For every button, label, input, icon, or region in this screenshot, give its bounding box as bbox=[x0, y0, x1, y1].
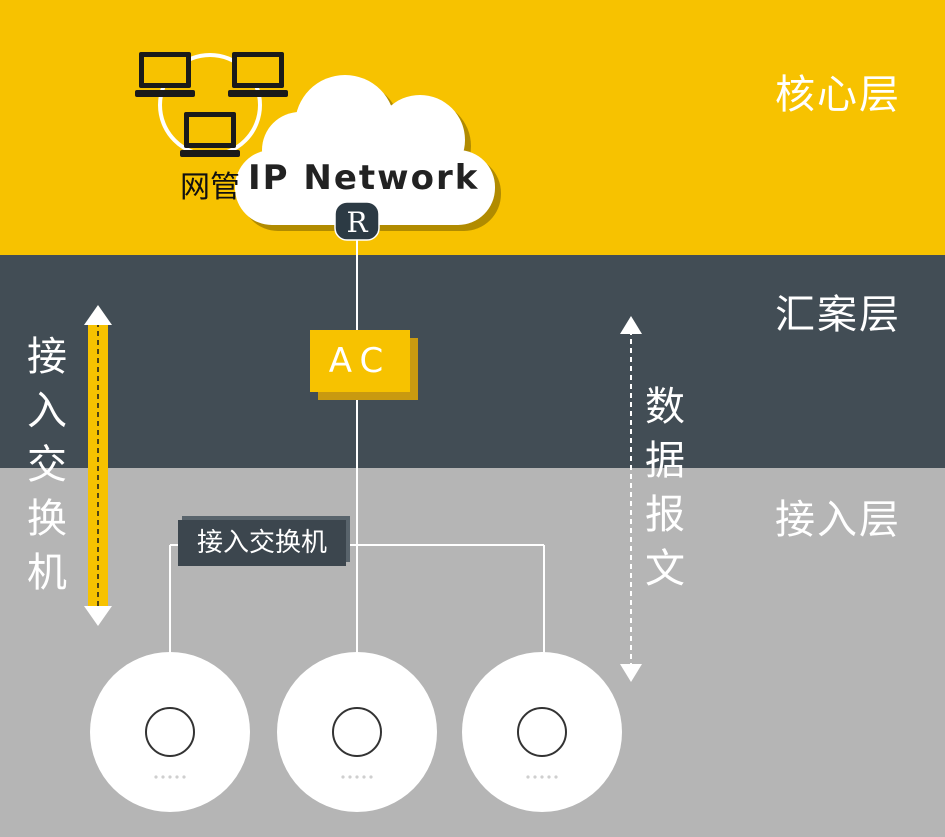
cloud-icon bbox=[235, 75, 501, 231]
ip-network-label: IP Network bbox=[248, 158, 480, 198]
aggregation-layer-label: 汇案层 bbox=[775, 292, 901, 338]
access-point-icon bbox=[277, 652, 437, 812]
access-point-icon bbox=[462, 652, 622, 812]
double-arrow-icon bbox=[620, 316, 642, 682]
router-label: R bbox=[346, 206, 368, 239]
aggregation-layer-band bbox=[0, 255, 945, 468]
laptop-icon bbox=[135, 52, 195, 97]
double-arrow-icon bbox=[84, 305, 112, 626]
network-management-label: 网管 bbox=[180, 170, 240, 205]
connection-lines bbox=[169, 238, 545, 655]
ac-controller: AC bbox=[310, 330, 410, 392]
access-point-icon bbox=[90, 652, 250, 812]
access-switch: 接入交换机 bbox=[178, 520, 346, 566]
access-switch-vertical-label: 接 入 交 换 机 bbox=[27, 334, 67, 596]
router-icon: R bbox=[334, 201, 380, 241]
laptop-icon bbox=[180, 112, 240, 157]
core-layer-label: 核心层 bbox=[775, 72, 901, 118]
data-packet-vertical-label: 数 据 报 文 bbox=[645, 384, 685, 592]
access-layer-label: 接入层 bbox=[775, 497, 901, 543]
laptop-icon bbox=[228, 52, 288, 97]
